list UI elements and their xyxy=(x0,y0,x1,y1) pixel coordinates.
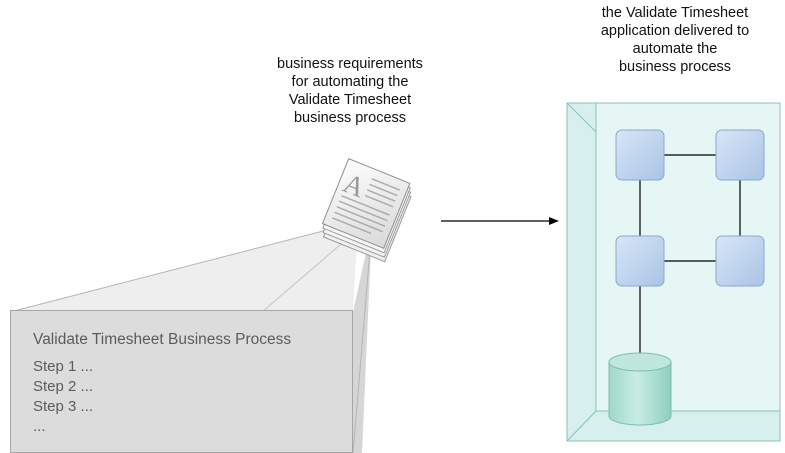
business-process-steps: Step 1 ... Step 2 ... Step 3 ... ... xyxy=(33,357,352,437)
requirements-caption-line: business requirements xyxy=(277,56,423,72)
app-node-top-left xyxy=(615,129,665,181)
process-step: Step 1 ... xyxy=(33,358,94,375)
requirements-caption: business requirements for automating the… xyxy=(250,55,450,127)
projection-cone xyxy=(9,221,373,453)
process-step: ... xyxy=(33,418,46,435)
requirements-caption-line: business process xyxy=(293,110,407,126)
database-icon xyxy=(608,352,672,426)
application-caption-line: automate the xyxy=(632,41,718,57)
delivery-arrow xyxy=(441,217,559,225)
application-caption-line: application delivered to xyxy=(600,23,750,39)
requirements-document-icon: A xyxy=(321,158,412,263)
app-node-top-right xyxy=(715,129,765,181)
business-process-box: Validate Timesheet Business Process Step… xyxy=(10,310,353,453)
application-caption: the Validate Timesheet application deliv… xyxy=(565,4,785,76)
app-node-middle-left xyxy=(615,235,665,287)
app-node-middle-right xyxy=(715,235,765,287)
application-caption-line: business process xyxy=(618,59,732,75)
application-caption-line: the Validate Timesheet xyxy=(601,5,749,21)
requirements-caption-line: for automating the xyxy=(291,74,409,90)
requirements-caption-line: Validate Timesheet xyxy=(288,92,412,108)
business-process-title: Validate Timesheet Business Process xyxy=(33,331,292,348)
process-step: Step 2 ... xyxy=(33,378,94,395)
process-step: Step 3 ... xyxy=(33,398,94,415)
node-connectors xyxy=(639,154,741,362)
